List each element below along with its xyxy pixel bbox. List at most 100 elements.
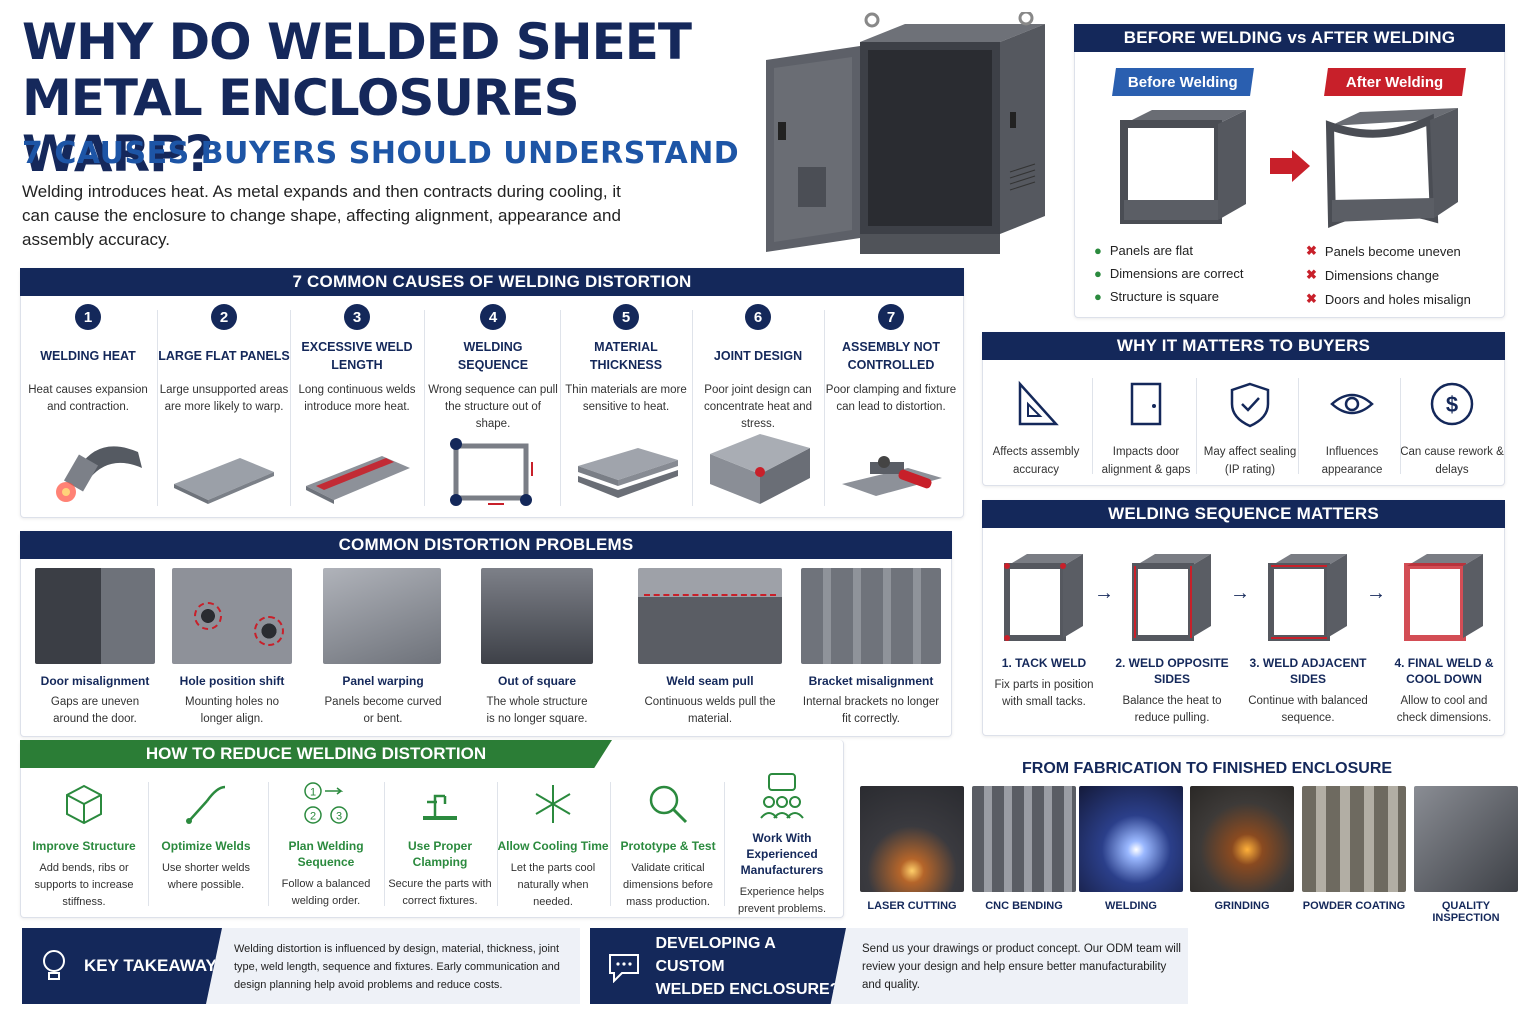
frame-adjacent-illustration	[1268, 554, 1347, 641]
why-desc: Impacts door alignment & gaps	[1101, 446, 1191, 476]
after-list: ✖Panels become uneven ✖Dimensions change…	[1306, 243, 1471, 315]
problem-item: Weld seam pull Continuous welds pull the…	[638, 568, 782, 728]
subtitle: 7 CAUSES BUYERS SHOULD UNDERSTAND	[22, 136, 740, 171]
fab-step-label: POWDER COATING	[1302, 900, 1406, 912]
fab-step: GRINDING	[1190, 786, 1294, 912]
cause-item: 7 ASSEMBLY NOT CONTROLLED Poor clamping …	[825, 300, 957, 416]
reduce-panel	[20, 740, 844, 918]
magnifier-icon	[612, 780, 724, 828]
welding-torch-illustration	[56, 446, 142, 502]
divider	[1400, 378, 1401, 474]
dollar-glyph: $	[1446, 392, 1458, 417]
panel-warping-image	[323, 568, 441, 664]
method-desc: Experience helps prevent problems.	[737, 886, 827, 915]
welding-torch-icon	[150, 780, 262, 828]
custom-label-line2: WELDED ENCLOSURE?	[655, 980, 840, 998]
why-desc: Influences appearance	[1321, 446, 1383, 476]
divider	[1196, 378, 1197, 474]
cause-item: 3 EXCESSIVE WELD LENGTH Long continuous …	[291, 300, 423, 416]
method-desc: Secure the parts with correct fixtures.	[388, 878, 492, 907]
cause-number: 6	[745, 304, 771, 330]
check-icon: ●	[1094, 243, 1102, 258]
problem-title: Weld seam pull	[666, 674, 754, 688]
sequence-step-desc: Allow to cool and check dimensions.	[1396, 695, 1492, 724]
method-desc: Let the parts cool naturally when needed…	[510, 862, 596, 908]
intro-text: Welding introduces heat. As metal expand…	[22, 182, 621, 249]
hole-shift-image	[172, 568, 292, 664]
causes-header: 7 COMMON CAUSES OF WELDING DISTORTION	[20, 268, 964, 296]
problem-item: Door misalignment Gaps are uneven around…	[35, 568, 155, 728]
cause-desc: Heat causes expansion and contraction.	[28, 384, 148, 413]
clamp-icon	[384, 780, 496, 828]
problem-item: Out of square The whole structure is no …	[481, 568, 593, 728]
sequence-step: 2. WELD OPPOSITE SIDES Balance the heat …	[1112, 548, 1232, 727]
problem-title: Panel warping	[342, 674, 424, 688]
method-title: Allow Cooling Time	[497, 839, 609, 853]
problem-item: Hole position shift Mounting holes no lo…	[172, 568, 292, 728]
door-misalignment-image	[35, 568, 155, 664]
divider	[268, 782, 269, 906]
divider	[157, 310, 158, 506]
cause-title: LARGE FLAT PANELS	[158, 349, 290, 363]
flat-panel-illustration	[174, 458, 274, 504]
divider	[610, 782, 611, 906]
problem-title: Bracket misalignment	[808, 674, 934, 688]
team-icon	[726, 772, 838, 820]
sequence-step-title: 4. FINAL WELD & COOL DOWN	[1394, 656, 1494, 686]
problem-desc: The whole structure is no longer square.	[486, 696, 588, 725]
problem-desc: Panels become curved or bent.	[324, 696, 442, 725]
title-line-2: METAL ENCLOSURES WARP?	[22, 69, 580, 183]
door-icon	[1130, 382, 1162, 426]
check-icon: ●	[1094, 266, 1102, 281]
method-title: Prototype & Test	[620, 839, 716, 853]
divider	[724, 782, 725, 906]
cube-icon	[28, 780, 140, 828]
problem-item: Panel warping Panels become curved or be…	[323, 568, 443, 728]
before-point: ●Panels are flat	[1094, 243, 1193, 258]
sequence-step: 4. FINAL WELD & COOL DOWN Allow to cool …	[1384, 548, 1504, 727]
divider	[384, 782, 385, 906]
cause-desc: Thin materials are more sensitive to hea…	[565, 384, 687, 413]
problem-title: Hole position shift	[179, 674, 285, 688]
method-item: Allow Cooling Time Let the parts cool na…	[497, 780, 609, 911]
problem-item: Bracket misalignment Internal brackets n…	[801, 568, 941, 728]
fabrication-header: FROM FABRICATION TO FINISHED ENCLOSURE	[1022, 760, 1393, 777]
method-title: Optimize Welds	[161, 839, 251, 853]
why-desc: Can cause rework & delays	[1400, 446, 1504, 476]
divider	[1298, 378, 1299, 474]
fab-step-label: WELDING	[1105, 900, 1157, 912]
cause-title: WELDING SEQUENCE	[457, 340, 529, 372]
divider	[824, 310, 825, 506]
why-item: Affects assembly accuracy	[982, 380, 1090, 479]
problem-desc: Gaps are uneven around the door.	[50, 696, 140, 725]
weld-seam-pull-image	[638, 568, 782, 664]
sequence-glyph-3: 3	[336, 811, 342, 823]
custom-label-line1: DEVELOPING A CUSTOM	[655, 934, 776, 975]
cause-number: 4	[480, 304, 506, 330]
sequence-header: WELDING SEQUENCE MATTERS	[982, 500, 1505, 528]
cause-desc: Long continuous welds introduce more hea…	[298, 384, 416, 413]
frame-tack-illustration	[1004, 554, 1083, 641]
laser-cutting-image	[860, 786, 964, 892]
method-title: Improve Structure	[32, 839, 136, 853]
method-title: Plan Welding Sequence	[288, 839, 364, 869]
method-item: Use Proper Clamping Secure the parts wit…	[384, 780, 496, 910]
divider	[497, 782, 498, 906]
cause-item: 2 LARGE FLAT PANELS Large unsupported ar…	[158, 300, 290, 416]
sequence-step-desc: Balance the heat to reduce pulling.	[1122, 695, 1222, 724]
sequence-step-desc: Continue with balanced sequence.	[1248, 695, 1368, 724]
cause-desc: Poor joint design can concentrate heat a…	[703, 384, 813, 430]
grinding-image	[1190, 786, 1294, 892]
chat-icon	[609, 954, 639, 983]
method-desc: Validate critical dimensions before mass…	[623, 862, 713, 908]
cross-icon: ✖	[1306, 267, 1317, 282]
before-list: ●Panels are flat ●Dimensions are correct…	[1094, 243, 1244, 312]
method-desc: Follow a balanced welding order.	[281, 878, 371, 907]
divider	[148, 782, 149, 906]
custom-label-box: DEVELOPING A CUSTOM WELDED ENCLOSURE?	[590, 928, 846, 1004]
sequence-glyph-2: 2	[310, 811, 316, 823]
weld-seam-illustration	[306, 456, 410, 504]
eye-icon	[1330, 393, 1374, 415]
corner-joint-illustration	[710, 434, 810, 504]
cause-item: 6 JOINT DESIGN Poor joint design can con…	[692, 300, 824, 433]
